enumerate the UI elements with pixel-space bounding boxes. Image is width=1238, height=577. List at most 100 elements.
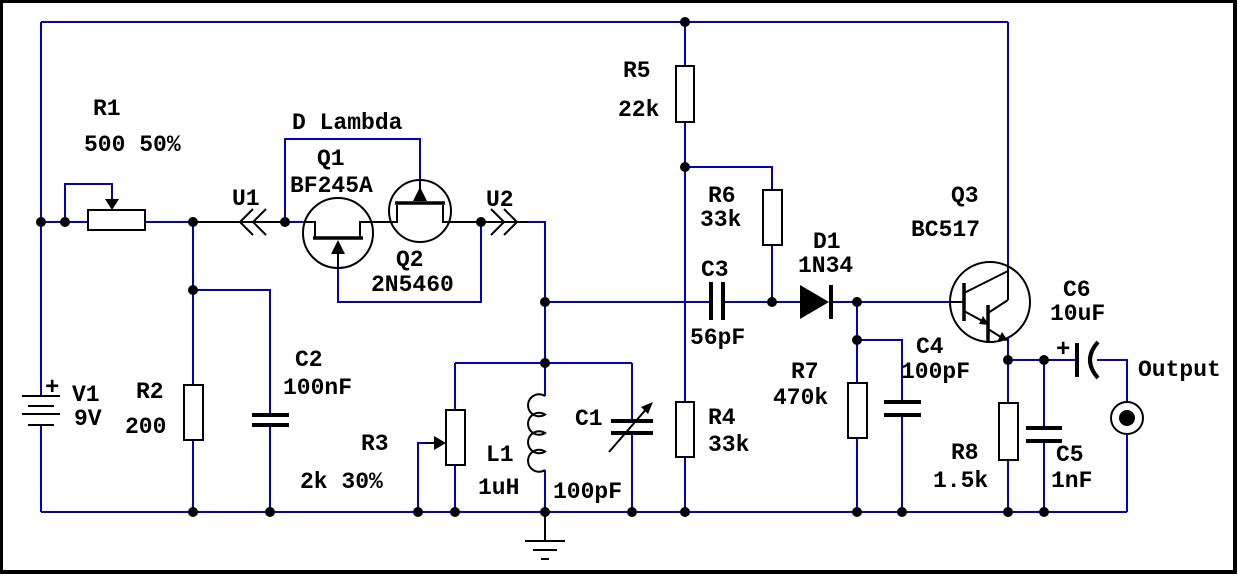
wire-r3-leads: [417, 363, 456, 512]
diode-triangle: [800, 285, 829, 319]
resistor-R5[interactable]: R5 22k: [618, 58, 695, 123]
resistor-R6[interactable]: R6 33k: [700, 183, 783, 246]
label-q2-value: 2N5460: [371, 272, 454, 298]
capacitor-C6[interactable]: + C6 10uF: [1050, 277, 1105, 380]
resistor-body: [87, 209, 146, 231]
label-lambda-subcircuit: D Lambda: [292, 110, 403, 136]
jfet-Q1[interactable]: Q1 BF245A: [290, 146, 374, 269]
label-r5-ref: R5: [623, 58, 651, 84]
label-r3-value: 2k 30%: [300, 469, 383, 495]
channel-left: [373, 205, 398, 223]
resistor-R8[interactable]: R8 1.5k: [933, 402, 1019, 494]
capacitor-C2[interactable]: C2 100nF: [252, 347, 352, 427]
junction-dot: [540, 507, 550, 517]
wire-r6-branch: [685, 166, 773, 302]
connector-U2[interactable]: U2: [486, 187, 519, 236]
resistor-R7[interactable]: R7 470k: [773, 359, 868, 439]
label-q3-ref: Q3: [951, 183, 979, 209]
junction-dot: [897, 507, 907, 517]
label-c1-value: 100pF: [553, 479, 622, 505]
label-r1-value: 500 50%: [84, 132, 181, 158]
label-r2-value: 200: [125, 414, 166, 440]
connector-U1[interactable]: U1: [232, 186, 267, 236]
capacitor-plus-sign: +: [1056, 337, 1070, 364]
battery-plus-sign: +: [45, 375, 59, 402]
junction-dot: [1039, 355, 1049, 365]
capacitor-C3[interactable]: C3 56pF: [690, 257, 745, 351]
trimmer-R3[interactable]: R3 2k 30%: [300, 409, 466, 495]
channel-left: [303, 221, 316, 237]
potentiometer-R1[interactable]: R1 500 50%: [84, 96, 181, 231]
label-c6-ref: C6: [1063, 277, 1091, 303]
gate-arrow-icon: [331, 240, 345, 254]
label-r6-value: 33k: [700, 207, 742, 233]
junction-dot: [60, 217, 70, 227]
junction-dot: [852, 507, 862, 517]
label-r5-value: 22k: [618, 97, 660, 123]
resistor-body: [998, 402, 1019, 461]
label-q2-ref: Q2: [396, 247, 424, 273]
label-u1-ref: U1: [232, 186, 260, 212]
label-c1-ref: C1: [575, 406, 603, 432]
capacitor-C4[interactable]: C4 100pF: [884, 334, 970, 417]
label-q1-ref: Q1: [317, 146, 345, 172]
wiper-arrow-icon: [105, 199, 119, 210]
junction-dot: [188, 217, 198, 227]
label-c2-ref: C2: [295, 347, 323, 373]
label-c3-value: 56pF: [690, 325, 745, 351]
label-r4-value: 33k: [708, 432, 750, 458]
jfet-Q2[interactable]: Q2 2N5460: [371, 179, 454, 298]
resistor-body: [675, 401, 695, 458]
resistor-body: [445, 409, 466, 466]
label-r1-ref: R1: [93, 96, 121, 122]
capacitor-plates: [709, 282, 725, 320]
wire-c4-branch: [857, 339, 903, 512]
junction-dot: [280, 217, 290, 227]
label-l1-ref: L1: [486, 442, 514, 468]
battery-long-plates: [22, 395, 60, 415]
resistor-body: [183, 384, 204, 441]
label-output: Output: [1138, 357, 1221, 383]
label-c3-ref: C3: [701, 257, 729, 283]
variable-capacitor-C1[interactable]: C1 100pF: [553, 402, 653, 505]
label-r7-value: 470k: [773, 385, 828, 411]
jack-outer-ring: [1110, 401, 1144, 435]
diode-D1[interactable]: D1 1N34: [798, 229, 853, 319]
inductor-L1[interactable]: L1 1uH: [478, 393, 547, 501]
capacitor-C5[interactable]: C5 1nF: [1026, 426, 1092, 494]
label-r4-ref: R4: [708, 405, 736, 431]
output-jack[interactable]: Output: [1110, 357, 1221, 435]
junction-dot: [767, 297, 777, 307]
transistor-Q3[interactable]: Q3 BC517: [911, 183, 1031, 343]
junction-dot: [188, 285, 198, 295]
label-d1-value: 1N34: [798, 253, 853, 279]
label-c5-value: 1nF: [1051, 468, 1092, 494]
resistor-body: [847, 382, 868, 439]
label-c6-value: 10uF: [1050, 301, 1105, 327]
wire-r1-wiper: [64, 183, 113, 222]
label-c4-ref: C4: [916, 334, 944, 360]
variable-arrow-line: [608, 406, 649, 453]
junction-dot: [476, 217, 486, 227]
resistor-R4[interactable]: R4 33k: [675, 401, 750, 458]
transistor-circle: [388, 179, 452, 243]
label-u2-ref: U2: [486, 187, 514, 213]
label-q1-value: BF245A: [290, 173, 373, 199]
wire-c2-branch: [193, 289, 271, 512]
jack-center-pin: [1119, 410, 1135, 426]
resistor-R2[interactable]: R2 200: [125, 379, 204, 441]
label-v1-value: 9V: [74, 406, 102, 432]
label-v1-ref: V1: [72, 382, 100, 408]
wire-u2-to-tank: [528, 221, 546, 302]
channel-right: [442, 205, 451, 223]
junction-dot: [540, 358, 550, 368]
capacitor-curved-plate: [1088, 340, 1100, 380]
channel-right: [359, 221, 373, 237]
chevron-right-icon: [490, 208, 519, 236]
battery-V1[interactable]: + V1 9V: [22, 375, 102, 432]
junction-dot: [680, 507, 690, 517]
label-r6-ref: R6: [708, 183, 736, 209]
junction-dot: [680, 17, 690, 27]
